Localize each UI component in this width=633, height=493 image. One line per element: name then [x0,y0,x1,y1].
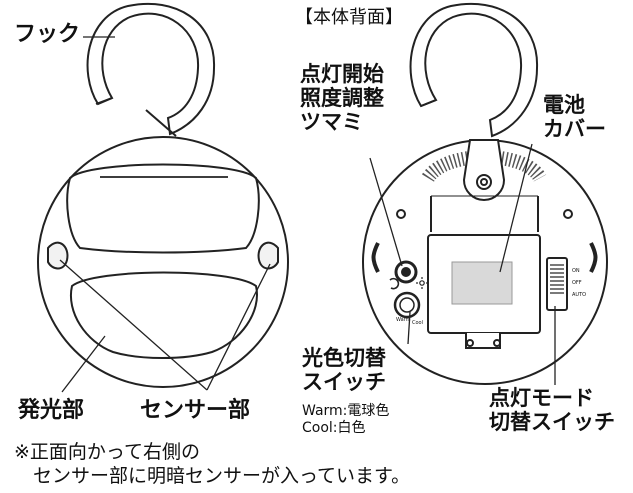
mode-slider [546,257,568,311]
front-body [37,136,289,388]
label-mode-switch: 点灯モード 切替スイッチ [489,386,615,435]
label-hook: フック [14,22,81,47]
back-view [362,2,608,385]
label-light-part: 発光部 [18,398,85,423]
label-color-switch: 光色切替 スイッチ [302,346,386,395]
color-switch [393,291,421,319]
sun-mark [416,277,428,289]
label-dimmer-knob: 点灯開始 照度調整 ツマミ [300,62,384,135]
front-top-panel [66,163,260,254]
front-hook [86,2,216,136]
mark-warm: Warm [396,317,411,323]
front-sensor-right [257,241,279,270]
back-callouts [369,143,556,385]
mark-off: OFF [572,280,582,286]
label-battery-cover: 電池 カバー [543,93,606,142]
back-hook-mount [462,139,506,201]
label-back-title: 【本体背面】 [295,7,403,28]
front-light-area [69,271,258,359]
mark-auto: AUTO [572,292,586,298]
mark-on: ON [572,268,580,274]
back-hook [409,2,539,138]
front-view [37,2,289,388]
front-callouts [59,36,271,393]
label-color-switch-detail: Warm:電球色 Cool:白色 [302,403,390,436]
label-sensor-part: センサー部 [140,398,251,423]
footnote: ※正面向かって右側の センサー部に明暗センサーが入っています。 [14,441,411,488]
mark-cool: Cool [412,320,423,326]
